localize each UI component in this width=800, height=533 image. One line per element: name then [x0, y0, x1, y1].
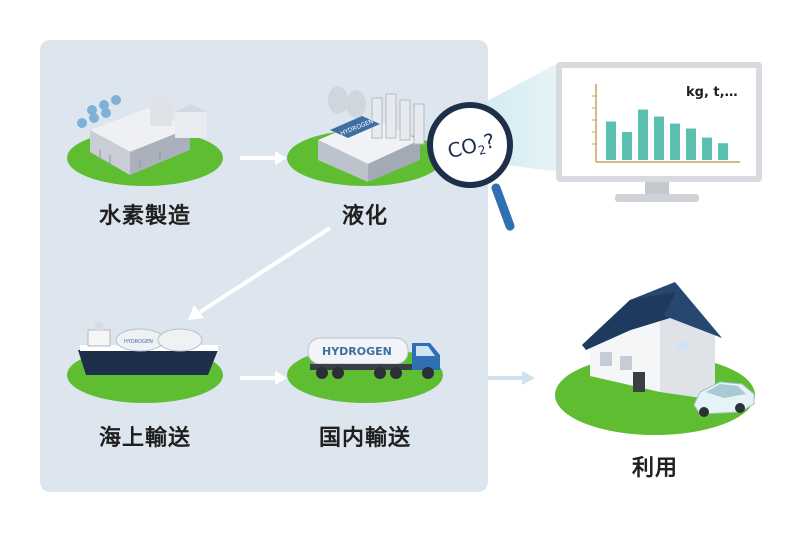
ship-hydrogen-text: HYDROGEN	[124, 339, 153, 345]
factory-icon	[77, 95, 207, 175]
ship-icon: HYDROGEN	[78, 322, 218, 375]
label-production: 水素製造	[98, 204, 191, 229]
label-domestic: 国内輸送	[318, 426, 411, 451]
truck-icon: HYDROGEN	[307, 337, 440, 379]
monitor-bar	[606, 121, 616, 160]
co2-text: CO2?	[445, 128, 498, 165]
monitor-bar	[686, 128, 696, 160]
arrow-production-to-liquefaction	[240, 151, 287, 165]
tank-hydrogen-text: HYDROGEN	[322, 345, 392, 358]
monitor-bar	[654, 116, 664, 160]
monitor-bar	[702, 137, 712, 160]
label-marine: 海上輸送	[98, 426, 191, 451]
arrow-domestic-to-use	[488, 371, 535, 385]
arrow-liquefaction-to-marine	[188, 226, 332, 320]
monitor-bar	[718, 143, 728, 160]
liquefaction-plant-icon: HYDROGEN	[318, 86, 425, 182]
house-icon	[582, 282, 722, 400]
label-liquefaction: 液化	[341, 204, 388, 229]
monitor-bar	[638, 109, 648, 160]
monitor-unit-text: kg, t,…	[686, 85, 738, 100]
monitor-bar	[670, 123, 680, 160]
label-use: 利用	[631, 456, 678, 481]
monitor-bar	[622, 132, 632, 160]
arrow-marine-to-domestic	[240, 371, 287, 385]
monitor-bars	[606, 109, 728, 160]
magnifier-icon	[427, 102, 515, 231]
car-icon	[693, 381, 755, 417]
monitor-icon: kg, t,…	[556, 62, 762, 202]
